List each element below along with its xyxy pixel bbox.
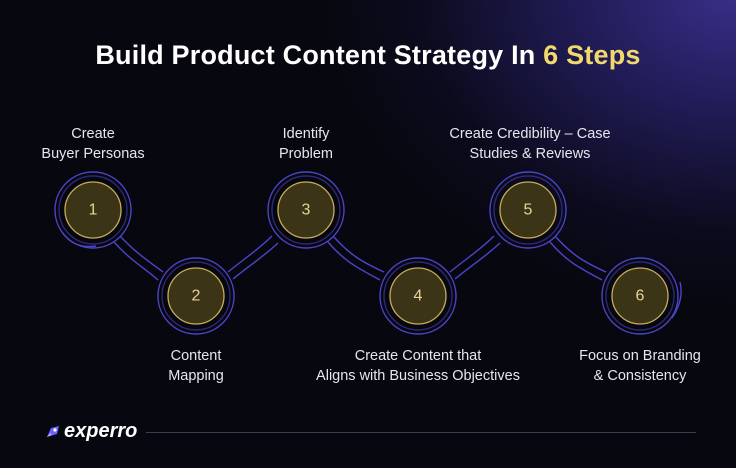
step-number-6: 6 [636, 288, 645, 305]
step-number-4: 4 [414, 288, 423, 305]
step-number-5: 5 [524, 202, 533, 219]
step-circle-1 [64, 181, 122, 239]
brand-logo: experro [44, 420, 137, 443]
step-number-3: 3 [302, 202, 311, 219]
step-label-3: Identify Problem [279, 126, 333, 162]
step-number-2: 2 [192, 288, 201, 305]
step-label-2: Content Mapping [168, 348, 224, 384]
step-label-5: Create Credibility – Case Studies & Revi… [449, 126, 611, 162]
step-number-1: 1 [89, 202, 98, 219]
title-accent: 6 Steps [543, 40, 641, 70]
step-label-6: Focus on Branding & Consistency [579, 348, 701, 384]
page-title: Build Product Content Strategy In 6 Step… [0, 40, 736, 71]
step-label-4: Create Content that Aligns with Business… [316, 348, 520, 384]
brand-name: experro [64, 420, 138, 442]
step-circle-2 [167, 267, 225, 325]
rocket-icon [47, 425, 59, 437]
footer-divider [146, 432, 696, 433]
step-circles [64, 181, 669, 325]
title-main: Build Product Content Strategy In [95, 40, 544, 70]
step-circle-6 [611, 267, 669, 325]
step-circle-4 [389, 267, 447, 325]
step-circle-3 [277, 181, 335, 239]
step-circle-5 [499, 181, 557, 239]
connector-path [54, 171, 682, 335]
step-label-1: Create Buyer Personas [41, 126, 145, 162]
